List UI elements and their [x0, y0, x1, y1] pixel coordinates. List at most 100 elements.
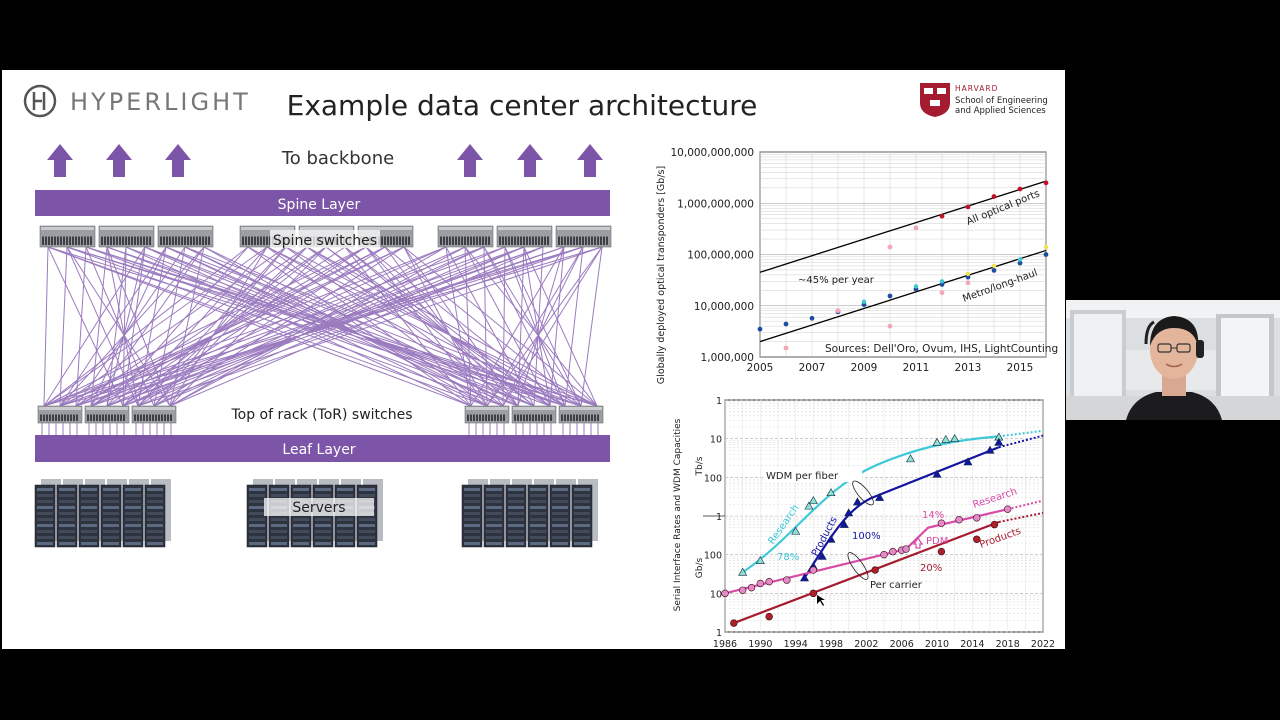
link-line — [502, 246, 584, 407]
chart1-point — [783, 345, 789, 351]
chart1-ytick: 10,000,000,000 — [671, 147, 755, 159]
chart2-ytick-upper: 100 — [704, 473, 722, 484]
chart2-circle — [765, 612, 773, 621]
chart2-xtick: 2014 — [960, 639, 984, 649]
chart2-xtick: 2018 — [996, 639, 1020, 649]
chart1-point — [835, 308, 841, 314]
chart2-circle — [783, 576, 791, 584]
chart2-ytick-lower: 100 — [704, 551, 722, 562]
server-rack — [34, 479, 61, 548]
chart1-point — [809, 315, 815, 321]
up-arrow-icon — [47, 144, 73, 177]
chart1-ylabel: Globally deployed optical transponders [… — [656, 166, 667, 384]
link-line — [47, 246, 472, 407]
server-rack — [246, 479, 273, 548]
link-line — [43, 246, 367, 407]
link-line — [59, 246, 68, 407]
chart2-triangle — [791, 526, 801, 535]
chart1-point — [757, 326, 763, 332]
chart2-circle — [889, 547, 897, 556]
chart2-triangle — [932, 437, 942, 446]
chart1-point — [1017, 260, 1023, 266]
chart2-annotation-14: 14% — [922, 510, 944, 521]
chart2-ytick-lower: 10 — [710, 589, 722, 600]
chart1-point — [1043, 244, 1049, 250]
chart2-xtick: 2002 — [854, 639, 878, 649]
backbone-label: To backbone — [281, 148, 394, 169]
chart1-point — [965, 280, 971, 286]
tor-switch — [511, 405, 557, 424]
link-line — [365, 246, 519, 407]
chart2-circle — [765, 577, 773, 586]
server-rack — [56, 479, 83, 548]
chart2-circle — [756, 579, 765, 588]
chart2-triangle — [799, 573, 810, 582]
chart2-annotation-wdm: WDM per fiber — [766, 471, 839, 482]
chart1-ytick: 1,000,000,000 — [677, 198, 754, 210]
chart1-point — [965, 274, 971, 280]
chart2-circle — [937, 547, 946, 556]
link-line — [153, 246, 287, 407]
chart2-xtick: 1990 — [748, 639, 772, 649]
chart1-point — [965, 271, 971, 277]
chart2-triangle — [932, 469, 942, 478]
spine-layer-label: Spine Layer — [278, 197, 361, 213]
chart2-ytick-upper: 1 — [716, 396, 722, 407]
link-line — [486, 246, 603, 407]
chart2-annotation-pdm: PDM — [926, 536, 948, 547]
hyperlight-logo: HYPERLIGHT — [23, 84, 248, 118]
spine-switch — [98, 225, 155, 248]
chart2-triangle — [985, 445, 995, 454]
chart2-triangle — [852, 497, 863, 506]
chart1-trend-metro — [759, 249, 1047, 343]
chart1-xtick: 2007 — [799, 362, 826, 374]
server-rack — [549, 479, 576, 548]
chart2-unit-upper: Tb/s — [695, 456, 705, 476]
chart1-point — [965, 204, 971, 210]
chart1-xtick: 2013 — [955, 362, 982, 374]
server-rack — [571, 479, 598, 548]
servers-label: Servers — [292, 500, 345, 516]
link-line — [137, 246, 167, 407]
link-line — [169, 246, 544, 407]
chart2-annotation-100: 100% — [852, 531, 881, 542]
chart1-xtick: 2005 — [747, 362, 774, 374]
chart2-ytick-lower: 1 — [716, 628, 722, 639]
link-line — [184, 246, 598, 407]
link-line — [106, 246, 346, 407]
pdm-arrow-icon — [912, 536, 924, 549]
chart2-circle — [721, 589, 729, 598]
link-line — [580, 246, 603, 407]
leaf-layer-label: Leaf Layer — [282, 442, 355, 458]
tor-switch — [131, 405, 177, 424]
server-rack — [100, 479, 127, 548]
link-line — [144, 246, 566, 407]
chart2-triangle — [875, 492, 885, 501]
link-line — [169, 246, 268, 407]
chart2-triangle — [905, 454, 916, 463]
link-line — [523, 246, 551, 407]
chart2-triangle — [804, 501, 814, 510]
chart1-ytick: 1,000,000 — [701, 352, 754, 364]
chart2-circle — [973, 514, 981, 522]
spine-layer-bar — [35, 190, 610, 216]
link-line — [125, 246, 472, 407]
chart2-circle — [747, 583, 756, 592]
spine-switch — [157, 225, 214, 248]
link-line — [59, 246, 205, 407]
server-rack — [527, 479, 554, 548]
harvard-logo: HARVARD School of Engineering and Applie… — [920, 83, 1048, 117]
server-rack — [505, 479, 532, 548]
chart1-annotation-growth: ~45% per year — [798, 275, 875, 286]
harvard-logo-line3: and Applied Sciences — [955, 106, 1046, 116]
link-line — [75, 246, 386, 407]
chart2-xtick: 2006 — [890, 639, 914, 649]
link-line — [517, 246, 565, 407]
chart2-xtick: 1994 — [784, 639, 808, 649]
slide-canvas: HYPERLIGHT Example data center architect… — [23, 83, 1058, 649]
link-line — [106, 246, 565, 407]
link-line — [247, 246, 472, 407]
chart2-triangle — [755, 556, 765, 564]
link-line — [59, 246, 603, 407]
chart2-circle — [955, 516, 963, 524]
